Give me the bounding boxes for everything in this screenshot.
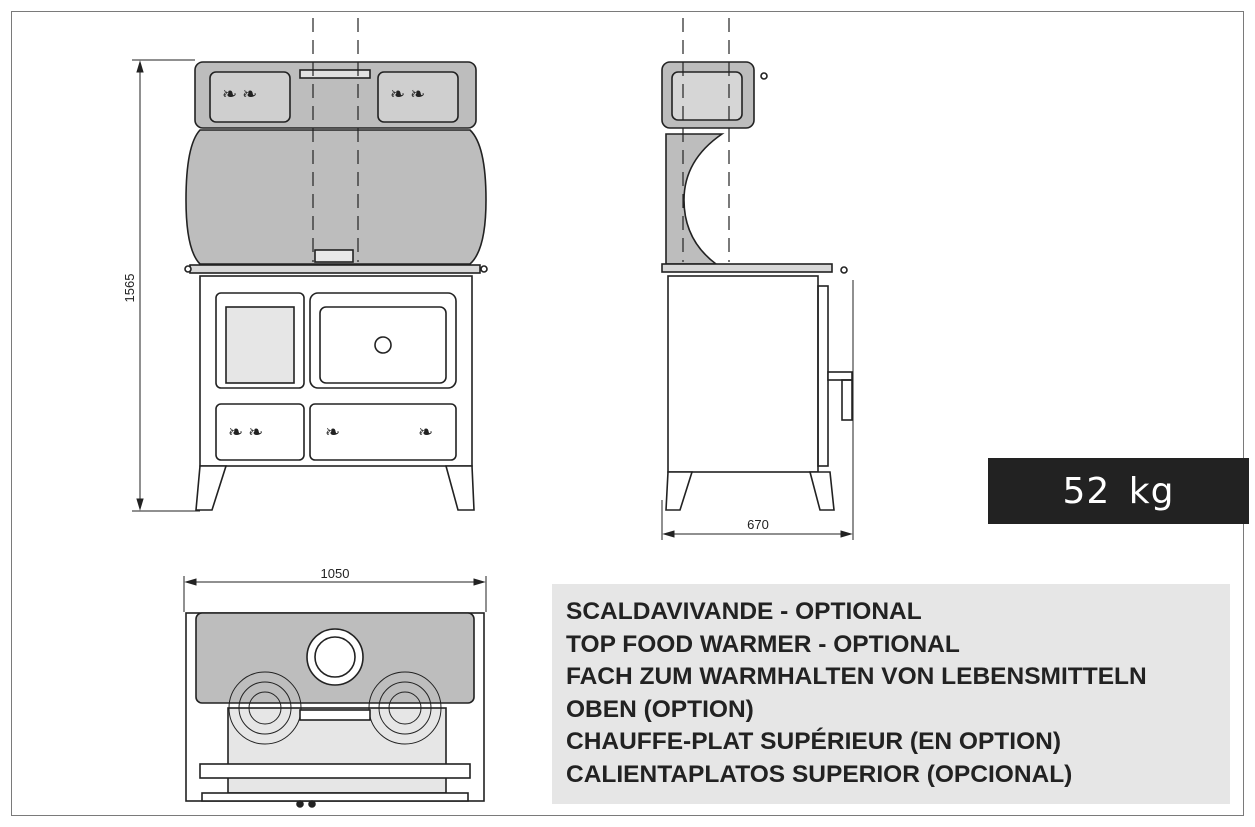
description-line: FACH ZUM WARMHALTEN VON LEBENSMITTELN [566,663,1147,690]
flourish-icon: ❧ ❧ [228,422,263,442]
height-dimension-label: 1565 [122,274,137,303]
flourish-icon: ❧ ❧ [390,84,425,104]
description-line: CALIENTAPLATOS SUPERIOR (OPCIONAL) [566,760,1073,788]
front-view: ❧ ❧ ❧ ❧ ❧ ❧ ❧ ❧ [184,18,488,511]
front-backsplash [185,129,487,265]
side-stove-body [667,275,819,473]
front-right-leg [444,465,475,511]
weight-label: 52 kg [1062,470,1175,512]
front-stove-body: ❧ ❧ ❧ ❧ [199,275,473,467]
description-line: OBEN (OPTION) [566,695,754,723]
description-line: TOP FOOD WARMER - OPTIONAL [566,630,960,658]
description-line: CHAUFFE-PLAT SUPÉRIEUR (EN OPTION) [566,728,1061,755]
depth-dimension [661,280,854,540]
description-line: SCALDAVIVANDE - OPTIONAL [566,598,922,625]
flourish-icon: ❧ ❧ [222,84,257,104]
side-front-leg [665,471,694,511]
side-knob-icon [760,72,768,80]
side-back-leg [808,471,835,511]
depth-dimension-label: 670 [747,517,769,532]
rail-knob-icon [184,265,192,273]
side-knob-icon [840,266,848,274]
width-dimension [183,576,487,612]
knob-icon [296,800,304,808]
side-view [661,18,853,511]
hob-ring-icon [228,671,302,745]
side-backsplash [665,133,725,265]
width-dimension-label: 1050 [321,566,350,581]
front-left-leg [195,465,228,511]
front-food-warmer: ❧ ❧ ❧ ❧ [194,61,477,129]
oven-thermometer-icon [374,336,392,354]
top-view [185,612,485,808]
option-description-box: SCALDAVIVANDE - OPTIONAL TOP FOOD WARMER… [552,584,1230,804]
hob-ring-icon [368,671,442,745]
front-hob-rail [189,264,481,274]
side-handle [827,371,853,381]
weight-badge: 52 kg [988,458,1249,524]
flourish-icon: ❧ [325,422,340,442]
hob-surface [227,707,447,794]
knob-icon [308,800,316,808]
side-hob-rail [661,263,833,273]
flourish-icon: ❧ [418,422,433,442]
rail-knob-icon [480,265,488,273]
height-dimension [132,59,200,512]
drawing-frame [11,11,1244,816]
